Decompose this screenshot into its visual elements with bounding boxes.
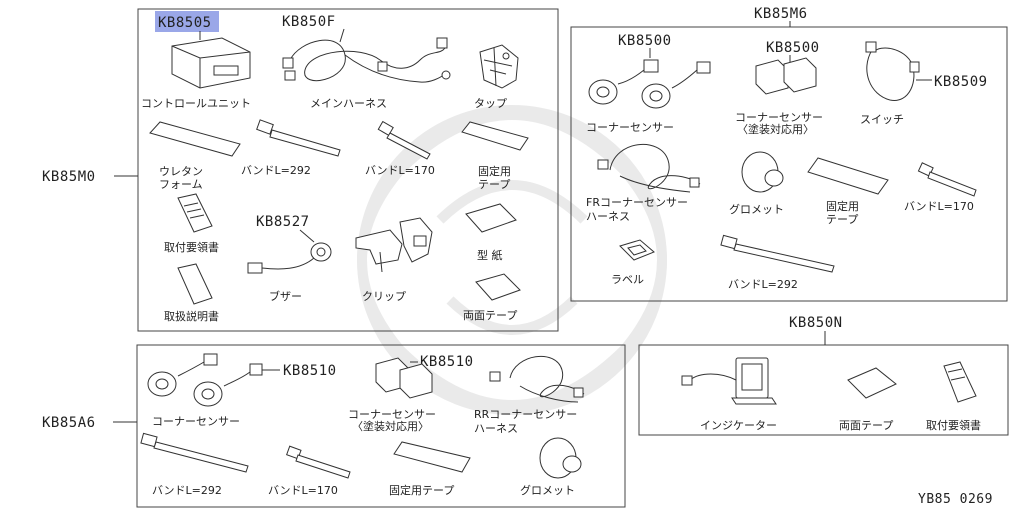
label-fix-tape-m6-1: 固定用	[826, 199, 859, 213]
corner-sensor-a6-drawing[interactable]	[147, 353, 263, 407]
group-box-kb85a6	[136, 344, 626, 508]
label-band-292-a6: バンドL=292	[152, 484, 222, 497]
leader-kb8527	[299, 229, 315, 243]
grommet-a6-drawing[interactable]	[539, 437, 582, 479]
part-code-kb8510-a[interactable]: KB8510	[283, 363, 337, 379]
label-label: ラベル	[611, 273, 644, 286]
label-corner-sensor-painted-a6-2: 〈塗装対応用〉	[352, 419, 429, 433]
label-band-292-m0: バンドL=292	[241, 164, 311, 177]
label-switch: スイッチ	[860, 113, 904, 126]
label-install-manual-n: 取付要領書	[926, 418, 981, 432]
leader-kb850f	[339, 28, 345, 43]
label-user-manual: 取扱説明書	[164, 309, 219, 323]
part-code-kb8510-b[interactable]: KB8510	[420, 354, 474, 370]
label-tap: タップ	[474, 97, 507, 110]
band-170-a6-drawing[interactable]	[286, 445, 351, 479]
fix-tape-m6-drawing[interactable]	[807, 157, 889, 195]
label-fix-tape-m0-1: 固定用	[478, 164, 511, 178]
group-box-kb85m6	[570, 26, 1008, 302]
double-tape-n-drawing[interactable]	[847, 367, 897, 399]
label-corner-sensor-m6: コーナーセンサー	[586, 121, 674, 134]
double-tape-m0-drawing[interactable]	[475, 273, 521, 301]
fr-harness-drawing[interactable]	[597, 143, 701, 193]
label-install-manual-m0: 取付要領書	[164, 240, 219, 254]
watermark	[357, 105, 667, 415]
label-fr-harness-1: FRコーナーセンサー	[586, 196, 688, 209]
part-code-kb8505[interactable]: KB8505	[158, 15, 212, 31]
label-indicator: インジケーター	[700, 419, 777, 432]
install-manual-n-drawing[interactable]	[943, 361, 977, 403]
label-urethane-2: フォーム	[159, 178, 203, 191]
label-rr-harness-1: RRコーナーセンサー	[474, 408, 577, 421]
diagram-reference: YB85 0269	[918, 492, 993, 507]
group-code-kb85m0: KB85M0	[42, 169, 96, 185]
corner-sensor-m6-drawing[interactable]	[588, 59, 711, 109]
label-corner-sensor-a6: コーナーセンサー	[152, 415, 240, 428]
group-code-kb85a6: KB85A6	[42, 415, 96, 431]
part-code-kb8500-a[interactable]: KB8500	[618, 33, 672, 49]
label-buzzer: ブザー	[269, 289, 302, 303]
buzzer-drawing[interactable]	[247, 242, 332, 274]
part-code-kb8509[interactable]: KB8509	[934, 74, 988, 90]
label-band-170-m0: バンドL=170	[365, 164, 435, 177]
label-grommet-m6: グロメット	[729, 202, 784, 216]
urethane-foam-drawing[interactable]	[149, 121, 241, 157]
label-main-harness: メインハーネス	[310, 97, 387, 110]
label-double-tape-m0: 両面テープ	[463, 309, 517, 322]
fix-tape-m0-drawing[interactable]	[461, 121, 529, 151]
band-292-a6-drawing[interactable]	[140, 432, 249, 473]
band-170-m6-drawing[interactable]	[917, 162, 977, 197]
label-band-170-a6: バンドL=170	[268, 484, 338, 497]
label-control-unit: コントロールユニット	[141, 97, 251, 110]
label-template: 型 紙	[477, 248, 503, 262]
rr-harness-drawing[interactable]	[489, 355, 585, 403]
template-drawing[interactable]	[465, 203, 517, 233]
fix-tape-a6-drawing[interactable]	[393, 441, 471, 473]
corner-sensor-painted-m6-drawing[interactable]	[755, 57, 817, 95]
band-292-m6-drawing[interactable]	[720, 234, 835, 273]
label-corner-sensor-painted-m6-1: コーナーセンサー	[735, 111, 823, 124]
control-unit-drawing[interactable]	[171, 37, 251, 89]
label-fix-tape-a6: 固定用テープ	[389, 483, 454, 497]
corner-sensor-painted-a6-drawing[interactable]	[375, 357, 433, 399]
label-fix-tape-m6-2: テープ	[826, 213, 858, 226]
main-harness-drawing[interactable]	[282, 37, 451, 83]
group-box-kb85m0	[137, 8, 559, 332]
group-code-kb85m6: KB85M6	[754, 6, 808, 22]
label-urethane-1: ウレタン	[159, 165, 203, 178]
label-corner-sensor-painted-a6-1: コーナーセンサー	[348, 408, 436, 421]
part-code-kb8500-b[interactable]: KB8500	[766, 40, 820, 56]
part-code-kb8527[interactable]: KB8527	[256, 214, 310, 230]
band-170-m0-drawing[interactable]	[377, 120, 431, 160]
group-code-kb850n: KB850N	[789, 315, 843, 331]
code-highlight	[155, 11, 219, 32]
label-corner-sensor-painted-m6-2: 〈塗装対応用〉	[737, 122, 814, 136]
switch-drawing[interactable]	[865, 41, 920, 101]
label-rr-harness-2: ハーネス	[474, 422, 518, 435]
clip-drawing[interactable]	[355, 217, 433, 273]
install-manual-m0-drawing[interactable]	[177, 193, 213, 233]
label-grommet-a6: グロメット	[520, 483, 575, 497]
indicator-drawing[interactable]	[681, 357, 777, 405]
group-box-kb850n	[638, 344, 1009, 436]
label-band-292-m6: バンドL=292	[728, 278, 798, 291]
label-fr-harness-2: ハーネス	[586, 210, 630, 223]
grommet-m6-drawing[interactable]	[741, 151, 784, 193]
label-clip: クリップ	[362, 290, 406, 303]
label-band-170-m6: バンドL=170	[904, 200, 974, 213]
label-fix-tape-m0-2: テープ	[478, 178, 510, 191]
band-292-m0-drawing[interactable]	[256, 119, 341, 157]
label-sticker-drawing[interactable]	[619, 239, 655, 261]
tap-drawing[interactable]	[479, 44, 519, 89]
user-manual-drawing[interactable]	[177, 263, 213, 305]
part-code-kb850f[interactable]: KB850F	[282, 14, 336, 30]
label-double-tape-n: 両面テープ	[839, 419, 893, 432]
